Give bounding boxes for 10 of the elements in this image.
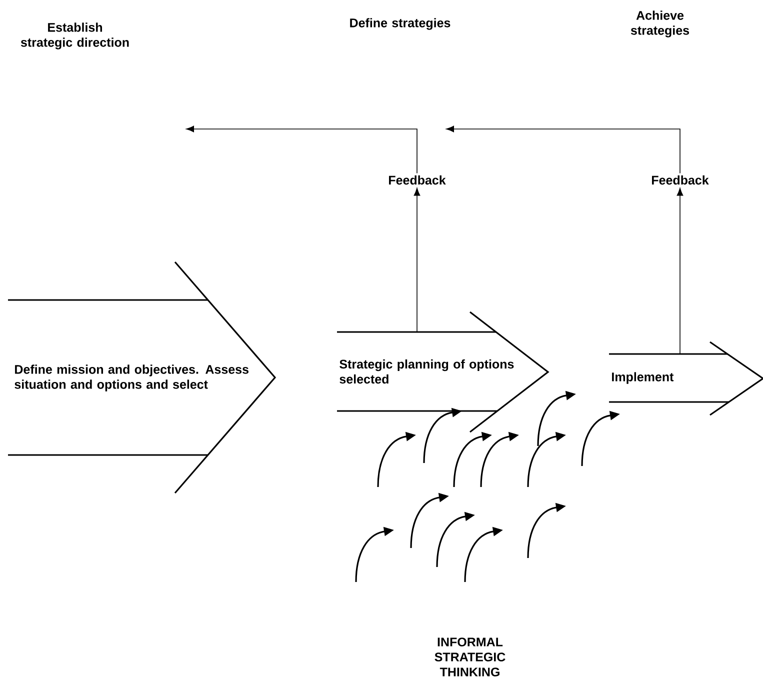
heading-label: Establish strategic direction <box>20 22 129 50</box>
arrow <box>446 126 680 174</box>
heading-label: INFORMAL STRATEGIC THINKING <box>434 638 506 676</box>
arrow <box>676 188 684 196</box>
arrow <box>186 126 418 174</box>
heading-label: Achieve strategies <box>630 10 690 38</box>
arrow <box>414 188 420 196</box>
heading-label: Define strategies <box>350 18 450 30</box>
feedback-label: Feedback <box>652 175 709 185</box>
feedback-label: Feedback <box>389 175 446 185</box>
